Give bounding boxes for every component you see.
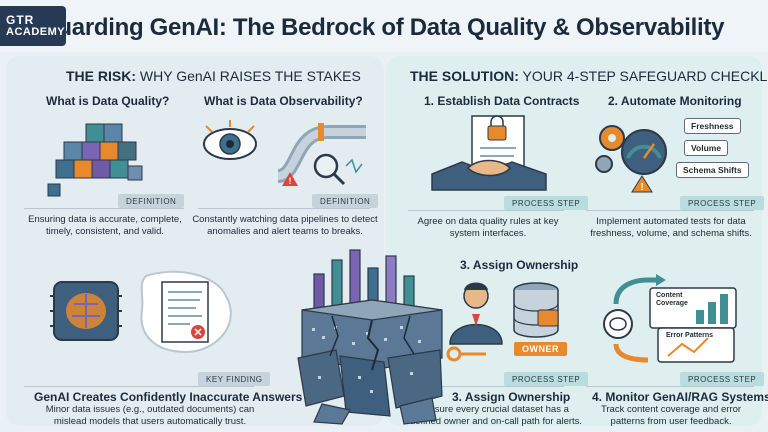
step3-title: 3. Assign Ownership (452, 390, 571, 404)
step2-title: 2. Automate Monitoring (608, 94, 742, 108)
volume-tag: Volume (684, 140, 729, 156)
solution-heading-bold: THE SOLUTION: (410, 68, 519, 84)
step1-badge: PROCESS STEP (504, 196, 589, 210)
schema-shifts-tag: Schema Shifts (676, 162, 749, 178)
brain-document-icon (50, 270, 232, 354)
svg-text:!: ! (289, 176, 292, 186)
solution-panel: THE SOLUTION: YOUR 4-STEP SAFEGUARD CHEC… (386, 56, 768, 427)
contract-handshake-icon (431, 115, 547, 191)
page-title: eguarding GenAI: The Bedrock of Data Qua… (30, 14, 725, 41)
quality-text: Ensuring data is accurate, complete, tim… (28, 214, 182, 237)
step2-badge: PROCESS STEP (680, 196, 765, 210)
step4-text: Track content coverage and error pattern… (600, 404, 742, 427)
divider (586, 386, 754, 387)
risk-heading-rest: WHY GenAI RAISES THE STAKES (136, 68, 361, 84)
solution-heading-rest: YOUR 4-STEP SAFEGUARD CHECKLIST (518, 68, 768, 84)
risk-heading: THE RISK: WHY GenAI RAISES THE STAKES (66, 68, 361, 84)
data-cubes-icon (47, 123, 143, 197)
divider (24, 208, 184, 209)
risk-panel: THE RISK: WHY GenAI RAISES THE STAKES Wh… (6, 56, 384, 427)
observability-badge: DEFINITION (312, 194, 379, 208)
step4-title: 4. Monitor GenAI/RAG Systems (592, 390, 768, 404)
observability-text: Constantly watching data pipelines to de… (192, 214, 378, 237)
svg-text:!: ! (640, 182, 643, 193)
step2-text: Implement automated tests for data fresh… (590, 216, 752, 239)
owner-label: OWNER (514, 342, 567, 356)
solution-heading: THE SOLUTION: YOUR 4-STEP SAFEGUARD CHEC… (410, 68, 768, 84)
divider (408, 210, 564, 211)
risk-heading-bold: THE RISK: (66, 68, 136, 84)
logo-line2: ACADEMY (6, 25, 66, 38)
content-coverage-card: Content Coverage (656, 292, 688, 307)
step3-badge: PROCESS STEP (504, 372, 589, 386)
observability-title: What is Data Observability? (204, 94, 363, 108)
divider (24, 386, 254, 387)
logo-line1: GTR (6, 12, 35, 27)
freshness-tag: Freshness (684, 118, 741, 134)
quality-badge: DEFINITION (118, 194, 185, 208)
gears-gauge-icon: ! (595, 125, 667, 193)
quality-title: What is Data Quality? (46, 94, 170, 108)
finding-title: GenAI Creates Confidently Inaccurate Ans… (34, 390, 303, 404)
finding-badge: KEY FINDING (198, 372, 271, 386)
divider (586, 210, 754, 211)
owner-database-icon (446, 282, 559, 362)
step1-title: 1. Establish Data Contracts (424, 94, 580, 108)
step3-text: Ensure every crucial dataset has a defin… (409, 404, 583, 427)
eye-pipeline-icon: ! (203, 120, 366, 186)
divider (198, 208, 370, 209)
crumbling-data-blocks-icon (297, 249, 443, 425)
step3-title-top: 3. Assign Ownership (460, 258, 579, 272)
gtr-academy-logo: GTR ACADEMY (0, 6, 66, 46)
step4-badge: PROCESS STEP (680, 372, 765, 386)
genai-monitor-icon (603, 274, 737, 363)
title-bar: eguarding GenAI: The Bedrock of Data Qua… (0, 0, 768, 52)
error-patterns-card: Error Patterns (666, 332, 714, 339)
divider (408, 386, 564, 387)
step1-text: Agree on data quality rules at key syste… (417, 216, 559, 239)
finding-text: Minor data issues (e.g., outdated docume… (45, 404, 255, 427)
